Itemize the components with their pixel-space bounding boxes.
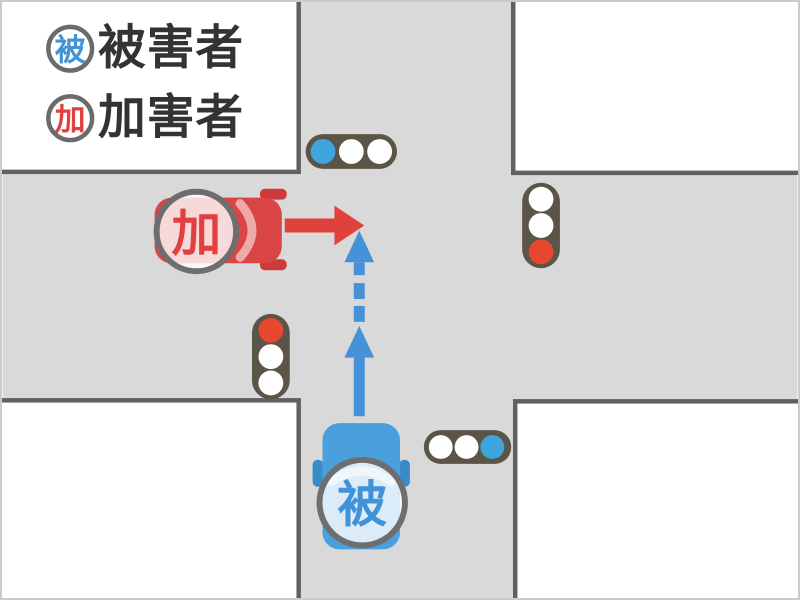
corner-block-bottom-left: [2, 398, 301, 598]
car-windshield: [235, 199, 257, 262]
legend-victim-label: 被害者: [98, 21, 244, 76]
perpetrator-badge: [153, 188, 240, 275]
legend-victim-badge: [46, 24, 95, 73]
perpetrator-car: 加: [153, 188, 287, 275]
victim-badge: [316, 456, 408, 549]
perpetrator-badge-char: 加: [172, 204, 222, 262]
traffic-light-west: [251, 313, 290, 400]
signal-lamp-off: [338, 139, 364, 164]
signal-lamp-blue: [480, 435, 505, 459]
corner-block-bottom-right: [512, 399, 798, 598]
legend-item-victim: 被 被害者: [46, 21, 244, 76]
legend-perpetrator-label: 加害者: [98, 91, 244, 146]
legend-item-perpetrator: 加 加害者: [46, 91, 244, 146]
traffic-light-north: [305, 134, 398, 169]
victim-arrow: [344, 230, 375, 417]
perpetrator-arrow: [284, 205, 365, 246]
signal-lamp-off: [528, 213, 554, 238]
signal-lamp-off: [367, 139, 393, 164]
legend: 被 被害者 加 加害者: [46, 21, 244, 146]
signal-lamp-off: [258, 370, 284, 396]
victim-arrow-dash: [353, 283, 365, 300]
car-mirror: [259, 188, 287, 200]
traffic-light-south: [423, 430, 512, 464]
victim-badge-char: 被: [337, 476, 387, 534]
signal-lamp-blue: [310, 139, 336, 164]
signal-lamp-off: [258, 344, 284, 370]
corner-block-top-right: [511, 2, 798, 176]
victim-arrow-stub: [353, 262, 365, 276]
car-mirror: [312, 459, 324, 487]
victim-arrow-dash: [353, 305, 365, 322]
arrows: [284, 205, 375, 417]
legend-perpetrator-badge-char: 加: [55, 102, 86, 138]
victim-arrow-head-upper: [344, 230, 375, 263]
victim-arrow-head-lower: [344, 325, 375, 358]
signal-lamp-off: [454, 435, 479, 459]
signal-lamp-off: [428, 435, 453, 459]
signal-lamp-off: [528, 186, 554, 212]
legend-perpetrator-badge: [46, 94, 95, 143]
traffic-light-east: [522, 182, 560, 269]
signal-lamp-red: [258, 317, 284, 343]
victim-arrow-shaft: [353, 356, 365, 417]
legend-victim-badge-char: 被: [55, 33, 86, 69]
signal-lamp-red: [528, 239, 554, 265]
victim-car: 被: [312, 423, 410, 550]
corner-block-top-left: [2, 2, 301, 175]
